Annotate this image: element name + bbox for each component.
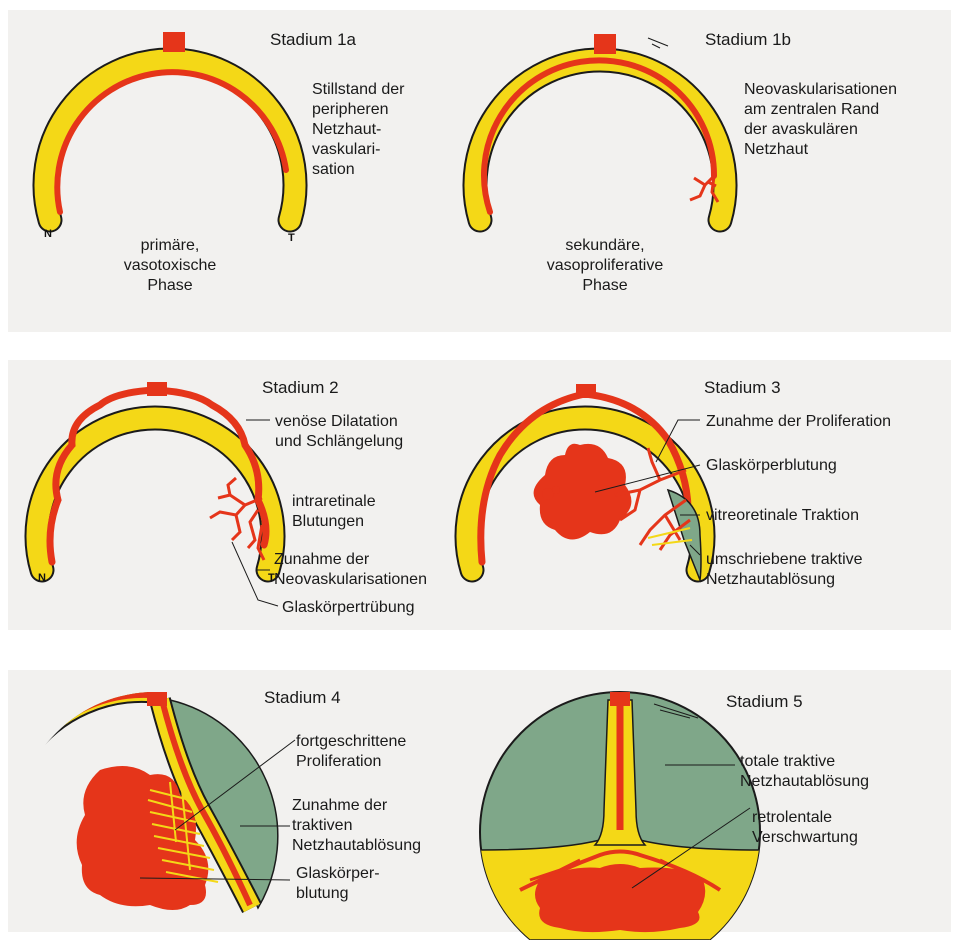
optic-disc — [576, 384, 596, 398]
temporal-marker: T — [288, 232, 295, 244]
nasal-marker: N — [44, 228, 52, 240]
stage-4-title: Stadium 4 — [264, 688, 341, 708]
eye-stage-2 — [37, 382, 273, 570]
optic-disc — [147, 692, 167, 706]
stage-1a-title: Stadium 1a — [270, 30, 356, 50]
stage-2-neovascularisation: Zunahme der Neovaskularisationen — [274, 550, 427, 590]
retrolental-scar — [535, 864, 705, 932]
temporal-marker: T — [268, 572, 275, 584]
stage-5-title: Stadium 5 — [726, 692, 803, 712]
stage-3-proliferation: Zunahme der Proliferation — [706, 412, 891, 432]
phase-primary: primäre, vasotoxische Phase — [100, 236, 240, 296]
nasal-marker: N — [38, 572, 46, 584]
stage-3-vitreoretinal-traction: vitreoretinale Traktion — [706, 506, 859, 526]
optic-disc — [610, 692, 630, 706]
stage-2-vitreous-opacity: Glaskörpertrübung — [282, 598, 415, 618]
optic-disc — [147, 382, 167, 396]
stage-2-venous-dilatation: venöse Dilatation und Schlängelung — [275, 412, 403, 452]
stage-1a-description: Stillstand der peripheren Netzhaut- vask… — [312, 80, 405, 180]
stage-5-total-detachment: totale traktive Netzhautablösung — [740, 752, 869, 792]
stage-4-detachment-increase: Zunahme der traktiven Netzhautablösung — [292, 796, 421, 856]
optic-disc — [594, 34, 616, 54]
stage-5-retrolental-scar: retrolentale Verschwartung — [752, 808, 858, 848]
stage-4-vitreous-hemorrhage: Glaskörper- blutung — [296, 864, 380, 904]
stage-3-title: Stadium 3 — [704, 378, 781, 398]
stage-1b-description: Neovaskularisationen am zentralen Rand d… — [744, 80, 897, 160]
optic-disc — [163, 32, 185, 52]
eye-stage-3 — [467, 384, 703, 580]
eye-stage-5 — [480, 692, 760, 940]
stage-2-intraretinal-bleeding: intraretinale Blutungen — [292, 492, 376, 532]
stage-4-advanced-proliferation: fortgeschrittene Proliferation — [296, 732, 406, 772]
stage-3-local-detachment: umschriebene traktive Netzhautablösung — [706, 550, 863, 590]
phase-secondary: sekundäre, vasoproliferative Phase — [525, 236, 685, 296]
eye-stage-1a — [45, 32, 295, 220]
eye-stage-4 — [0, 691, 278, 910]
stage-2-title: Stadium 2 — [262, 378, 339, 398]
stage-1b-title: Stadium 1b — [705, 30, 791, 50]
stage-3-vitreous-hemorrhage: Glaskörperblutung — [706, 456, 837, 476]
eye-stage-1b — [475, 34, 725, 220]
